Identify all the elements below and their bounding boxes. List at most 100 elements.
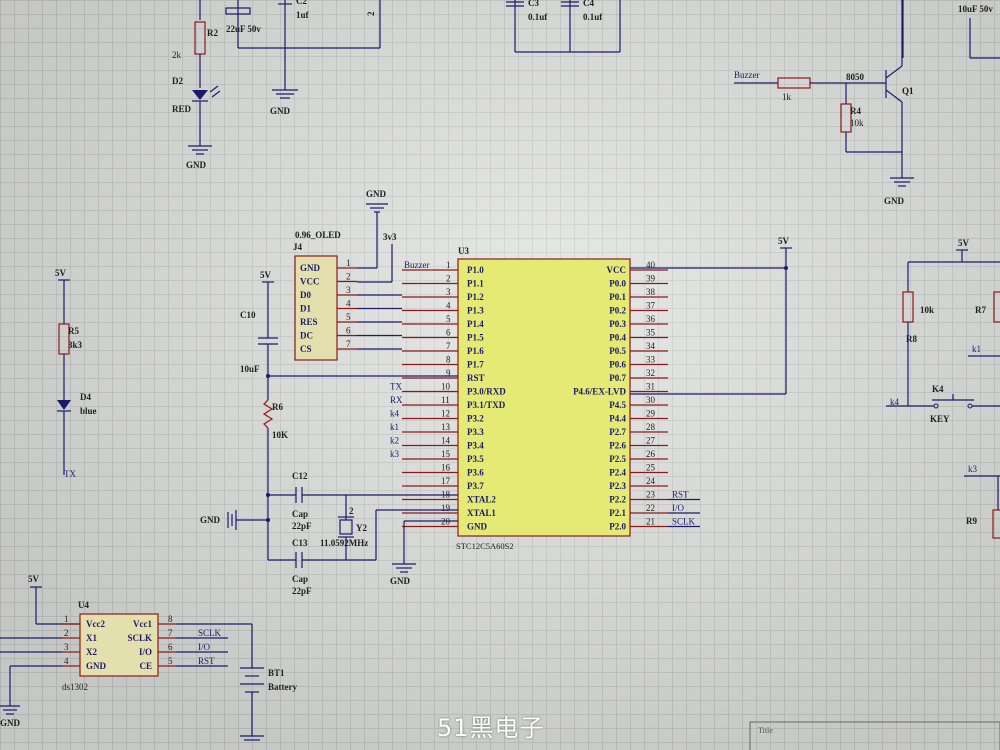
rtc-pin-4-name: GND (86, 661, 107, 671)
net-k4-label: k4 (890, 397, 900, 407)
mcu-pin-1-name: P1.0 (467, 265, 484, 275)
d2-value: RED (172, 104, 192, 114)
mcu-pin-8-name: P1.7 (467, 360, 484, 370)
d4-value: blue (80, 406, 97, 416)
mcu-pin-10-number: 10 (441, 382, 451, 392)
mcu-pin-3-number: 3 (446, 287, 451, 297)
mcu-pin-6-name: P1.5 (467, 333, 484, 343)
power-led-section: R2 2k D2 RED GND (172, 0, 221, 170)
mcu-pin-17-name: P3.7 (467, 481, 484, 491)
rtc-pin-5-net: RST (198, 656, 215, 666)
crystal-y2-icon (339, 519, 353, 535)
c2-ref: C2 (296, 0, 307, 6)
resistor-r6 (262, 399, 274, 429)
net-k3-label: k3 (968, 464, 978, 474)
tx-net-label: TX (64, 469, 76, 479)
rtc-pin-7-name: SCLK (127, 633, 152, 643)
y2-ref: Y2 (356, 523, 367, 533)
mcu-pin-39-number: 39 (646, 274, 656, 284)
oled-pin-4-name: D1 (300, 304, 311, 314)
mcu-pin-29-name: P4.4 (609, 414, 626, 424)
c2-value: 1uf (296, 10, 310, 20)
mcu-pin-16-name: P3.6 (467, 468, 484, 478)
cap-22uf-value: 22uF 50v (226, 24, 261, 34)
c3-ref: C3 (528, 0, 539, 8)
mcu-pin-32-number: 32 (646, 368, 655, 378)
mcu-pin-1-net: Buzzer (404, 260, 429, 270)
oled-pin-1-name: GND (300, 263, 321, 273)
rtc-pin-3-name: X2 (86, 647, 97, 657)
rtc-body (79, 613, 159, 677)
oled-pin-3-name: D0 (300, 290, 311, 300)
oled-pin-5-name: RES (300, 317, 318, 327)
c12-type: Cap (292, 509, 308, 519)
oled-pin-7-name: CS (300, 344, 312, 354)
rtc-pin-1-name: Vcc2 (86, 619, 105, 629)
r9-ref: R9 (966, 516, 977, 526)
q1-type: 8050 (846, 72, 865, 82)
c3-value: 0.1uf (528, 12, 548, 22)
mcu-pin-12-net: k4 (390, 409, 400, 419)
resistor-r8 (902, 291, 914, 323)
mcu-pin-2-number: 2 (446, 274, 451, 284)
mcu-pin-21-number: 21 (646, 517, 655, 527)
net-k1-label: k1 (972, 344, 981, 354)
oled-connector-body (294, 255, 338, 361)
r6-value: 10K (272, 430, 288, 440)
r6-ref: R6 (272, 402, 283, 412)
mcu-pin-11-number: 11 (441, 395, 450, 405)
oled-pin-2-number: 2 (346, 272, 351, 282)
mcu-pin-12-name: P3.2 (467, 414, 484, 424)
mcu-part: STC12C5A60S2 (456, 541, 514, 551)
r3-value: 1k (782, 92, 792, 102)
rtc-gnd-label: GND (0, 718, 21, 728)
mcu-pin-6-number: 6 (446, 328, 451, 338)
mcu-pin-40-name: VCC (607, 265, 627, 275)
mcu-pin-35-name: P0.4 (609, 333, 626, 343)
rtc-pin-5-name: CE (139, 661, 152, 671)
mcu-pin-13-number: 13 (441, 422, 451, 432)
mcu-pin-22-name: P2.1 (609, 508, 626, 518)
bt1-ref: BT1 (268, 668, 285, 678)
mcu-pin-22-net: I/O (672, 503, 684, 513)
oled-gnd-label: GND (366, 189, 387, 199)
rtc-pin-6-number: 6 (168, 642, 173, 652)
mcu-pin-40-number: 40 (646, 260, 656, 270)
r2-value: 2k (172, 50, 182, 60)
oled-title: 0.96_OLED (295, 230, 341, 240)
oled-pin-3-number: 3 (346, 285, 351, 295)
tx-led-5v-label: 5V (55, 268, 67, 278)
oled-pin-6-number: 6 (346, 326, 351, 336)
mcu-pin-28-number: 28 (646, 422, 656, 432)
title-block (749, 721, 1000, 750)
mcu-pin-15-net: k3 (390, 449, 400, 459)
mcu-pin-38-name: P0.1 (609, 292, 626, 302)
mcu-pin-2-name: P1.1 (467, 279, 484, 289)
rtc-pin-1-number: 1 (64, 614, 69, 624)
rtc-pin-2-name: X1 (86, 633, 97, 643)
rtc-pin-6-name: I/O (139, 647, 152, 657)
pin2-label: 2 (366, 11, 376, 16)
mcu-pin-30-name: P4.5 (609, 400, 626, 410)
mcu-pin-13-name: P3.3 (467, 427, 484, 437)
oled-pin-1-number: 1 (346, 258, 351, 268)
mcu-pin-12-number: 12 (441, 409, 450, 419)
mcu-pin-37-number: 37 (646, 301, 656, 311)
rtc-pin-7-net: SCLK (198, 628, 222, 638)
mcu-pin-27-name: P2.6 (609, 441, 626, 451)
mcu-pin-38-number: 38 (646, 287, 656, 297)
buzzer-net-label: Buzzer (734, 70, 759, 80)
mcu-pin-5-number: 5 (446, 314, 451, 324)
mcu-pin-15-number: 15 (441, 449, 451, 459)
mcu-pin-39-name: P0.0 (609, 279, 626, 289)
mcu-pin-16-number: 16 (441, 463, 451, 473)
oled-3v3-label: 3v3 (383, 232, 397, 242)
mcu-pin-4-number: 4 (446, 301, 451, 311)
mcu-pin-25-name: P2.4 (609, 468, 626, 478)
r5-ref: R5 (68, 326, 79, 336)
mcu-pin-34-name: P0.5 (609, 346, 626, 356)
keys-section: 5V 10k R8 R7 k1 k4 K4 KEY k3 R9 (886, 238, 1000, 539)
mcu-pin-22-number: 22 (646, 503, 655, 513)
